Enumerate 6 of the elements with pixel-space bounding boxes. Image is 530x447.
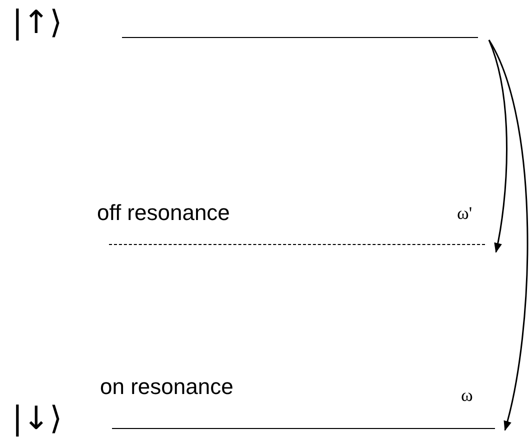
ket-label: |↑⟩ [12, 2, 62, 43]
level-label: on resonance [100, 374, 234, 400]
curved-arrow [488, 40, 508, 253]
level-label: off resonance [97, 200, 230, 226]
curved-arrow [488, 40, 528, 431]
ket-label: |↓⟩ [12, 398, 62, 439]
